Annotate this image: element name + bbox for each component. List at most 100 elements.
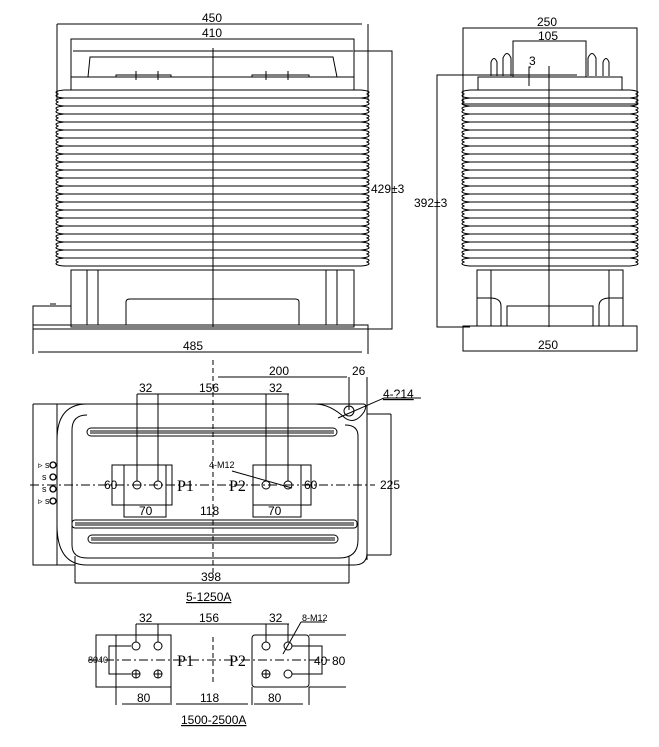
housing-corner: [56, 403, 88, 441]
detail-plate-p2: [251, 634, 310, 688]
dim-32-left-label: 32: [139, 381, 153, 395]
dim-32-right-label: 32: [269, 381, 283, 395]
shed: [55, 257, 370, 267]
shed: [461, 233, 639, 243]
bushing: [502, 53, 512, 76]
shed: [461, 241, 639, 251]
dim-398-label: 398: [201, 570, 221, 584]
terminal-callout-label: 4-M12: [209, 460, 235, 470]
detail-plate-p1: [95, 634, 172, 688]
shed: [461, 209, 639, 219]
shed: [461, 201, 639, 211]
side-view: 250 105 3 392±3 250: [414, 15, 639, 352]
dim-225-label: 225: [380, 478, 400, 492]
detail-terminal-callout: 8-M12: [302, 613, 328, 623]
detail-dim-40-label: 40: [314, 654, 328, 668]
shed: [461, 249, 639, 259]
caption-5-1250a: 5-1250A: [186, 590, 231, 604]
detail-terminal-leader: [282, 621, 302, 655]
label-p2: P2: [229, 478, 246, 495]
dim-60-left-label: 60: [104, 478, 118, 492]
shed: [461, 129, 639, 139]
cooling-slot-top: [86, 427, 338, 437]
terminal-pad-right: [251, 74, 310, 78]
shed: [461, 153, 639, 163]
detail-bolt-hole: [153, 641, 163, 651]
secondary-terminal: [49, 461, 57, 469]
primary-plate-p2: [252, 464, 302, 518]
dim-156-label: 156: [199, 381, 219, 395]
dim-250-top-label: 250: [537, 15, 557, 29]
dim-410-label: 410: [202, 26, 222, 40]
terminal-detail-view: 32 156 32 8-M12 8040 P1: [88, 611, 346, 727]
shed: [461, 193, 639, 203]
dim-105-label: 105: [538, 29, 558, 43]
detail-dim-118-label: 118: [200, 691, 219, 705]
shed: [461, 217, 639, 227]
dim-118-label: 118: [200, 504, 219, 518]
dim-60-right-label: 60: [304, 478, 318, 492]
dim-392-line: [436, 74, 577, 328]
terminal-leader: [231, 470, 293, 489]
bushing: [602, 58, 610, 76]
shed: [461, 89, 639, 99]
housing-outer-bottom: [56, 430, 368, 566]
dim-392-label: 392±3: [414, 196, 448, 210]
caption-1500-2500a: 1500-2500A: [181, 713, 246, 727]
dim-70-left-label: 70: [139, 504, 153, 518]
dim-105-bracket: [512, 40, 587, 77]
base-plate: [32, 324, 369, 330]
nameplate: [125, 298, 300, 325]
detail-dim-80-left-label: 80: [137, 691, 151, 705]
housing-left-flange: [32, 403, 87, 566]
shed: [461, 145, 639, 155]
insulator-sheds: [55, 89, 370, 267]
plan-view: 200 26 32 156 32 4-?14 225: [30, 360, 421, 604]
detail-bolt-hole: [283, 669, 293, 679]
detail-label-p2: P2: [229, 653, 246, 670]
ground-terminal: [32, 305, 71, 325]
detail-dim-156-label: 156: [199, 611, 219, 625]
dim-429-label: 429±3: [371, 182, 405, 196]
terminal-mark: ▹ s: [38, 496, 50, 506]
side-top-envelope: [462, 27, 638, 105]
detail-dim-32-right-label: 32: [269, 611, 283, 625]
shed: [461, 185, 639, 195]
detail-bolt-hole: [261, 641, 271, 651]
dim-429-line: [354, 50, 393, 330]
terminal-mark: s: [42, 472, 47, 482]
cooling-slot-bottom: [87, 534, 339, 544]
terminal-mark: ▹ s: [38, 460, 50, 470]
detail-dim-8040-label: 8040: [88, 655, 108, 665]
housing-inner-outline: [71, 414, 359, 559]
detail-bolt-hole: [131, 641, 141, 651]
shed: [461, 97, 639, 107]
bushing: [490, 58, 498, 76]
side-body-lower: [476, 269, 624, 327]
shed: [461, 177, 639, 187]
shed: [461, 105, 639, 115]
bushing: [587, 53, 597, 76]
side-base: [462, 325, 638, 352]
dim-450-label: 450: [202, 11, 222, 25]
mounting-hole: [343, 405, 355, 417]
dim-3-label: 3: [529, 54, 536, 68]
shed: [461, 137, 639, 147]
secondary-terminal: [49, 473, 57, 481]
dim-250-base-label: 250: [538, 338, 558, 352]
shed: [461, 257, 639, 267]
shed: [461, 161, 639, 171]
body-lower: [70, 269, 355, 328]
dim-200-label: 200: [269, 364, 289, 378]
secondary-terminal-block: ▹ s s s ▹ s: [38, 460, 57, 506]
housing-top-edge: [87, 403, 367, 421]
side-insulator-sheds: [461, 89, 639, 267]
leg-bracket: [598, 297, 623, 326]
terminal-pad-left: [115, 74, 172, 78]
shed: [461, 113, 639, 123]
terminal-mark: s: [42, 484, 47, 494]
detail-dim-80-label: 80: [332, 654, 346, 668]
dim-70-right-label: 70: [268, 504, 282, 518]
shed: [461, 225, 639, 235]
